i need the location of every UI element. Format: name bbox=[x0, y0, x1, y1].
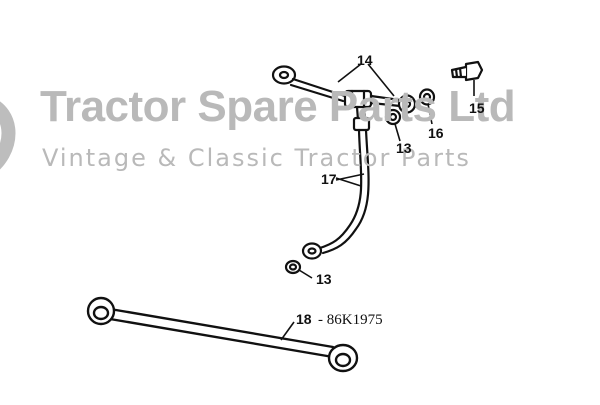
part-number-label: - 86K1975 bbox=[318, 312, 383, 328]
watermark-title: Tractor Spare Parts Ltd bbox=[40, 82, 516, 131]
feed-pipe bbox=[301, 128, 370, 260]
callout-13-lower: 13 bbox=[316, 271, 332, 287]
callout-18: 18 bbox=[296, 311, 312, 327]
callout-13-upper: 13 bbox=[396, 140, 412, 156]
banjo-pipe-assembly bbox=[271, 65, 417, 132]
callout-17: 17 bbox=[321, 171, 337, 187]
watermark-logo-icon bbox=[0, 101, 16, 170]
watermark-subtitle: Vintage & Classic Tractor Parts bbox=[42, 144, 471, 172]
banjo-bolt bbox=[450, 60, 484, 82]
callout-14: 14 bbox=[357, 52, 373, 68]
callout-15: 15 bbox=[469, 100, 485, 116]
stabiliser-rod bbox=[86, 296, 359, 373]
sealing-washer-upper bbox=[384, 108, 402, 126]
callout-16: 16 bbox=[428, 125, 444, 141]
washer-16 bbox=[418, 88, 436, 106]
leader-lines bbox=[280, 63, 475, 341]
sealing-washer-lower bbox=[284, 259, 302, 275]
